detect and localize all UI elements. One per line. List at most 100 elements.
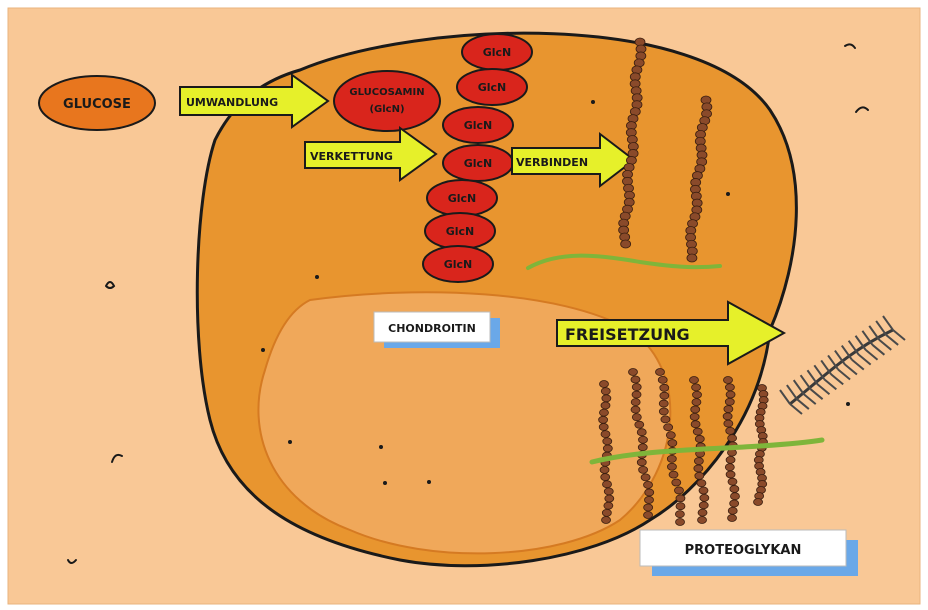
chain-bead <box>599 409 608 416</box>
chain-bead <box>668 440 677 447</box>
chain-bead <box>690 413 699 420</box>
chain-bead <box>687 254 697 262</box>
chain-bead <box>699 487 708 494</box>
glcn-unit-label: GlcN <box>444 258 473 271</box>
glucose-label: GLUCOSE <box>63 97 131 112</box>
chain-bead <box>660 384 669 391</box>
glcn-unit-label: GlcN <box>446 225 475 238</box>
chain-bead <box>599 423 608 430</box>
chain-bead <box>604 488 613 495</box>
glcn-unit-label: GlcN <box>448 192 477 205</box>
chain-bead <box>601 388 610 395</box>
chondroitin-label: CHONDROITIN <box>388 322 476 335</box>
chain-bead <box>603 445 612 452</box>
chain-bead <box>699 502 708 509</box>
chain-bead <box>631 376 640 383</box>
chain-bead <box>599 416 608 423</box>
chain-bead <box>635 421 644 428</box>
chain-bead <box>726 427 735 434</box>
chain-bead <box>644 512 653 519</box>
chain-bead <box>694 465 703 472</box>
chain-bead <box>631 399 640 406</box>
chain-bead <box>693 391 702 398</box>
umwandlung-label: UMWANDLUNG <box>186 96 278 109</box>
chain-bead <box>674 487 683 494</box>
chain-bead <box>637 429 646 436</box>
chain-bead <box>641 474 650 481</box>
chain-bead <box>667 463 676 470</box>
chain-bead <box>638 436 647 443</box>
chain-bead <box>631 406 640 413</box>
freisetzung-label: FREISETZUNG <box>565 325 690 344</box>
verbinden-label: VERBINDEN <box>516 156 588 169</box>
chain-bead <box>725 464 734 471</box>
chain-bead <box>723 413 732 420</box>
chain-bead <box>728 435 737 442</box>
chain-bead <box>645 489 654 496</box>
chain-bead <box>660 392 669 399</box>
chain-bead <box>724 420 733 427</box>
chain-bead <box>692 384 701 391</box>
chain-bead <box>726 456 735 463</box>
chain-bead <box>600 381 609 388</box>
chain-bead <box>691 406 700 413</box>
chain-bead <box>725 398 734 405</box>
chain-bead <box>629 369 638 376</box>
chain-bead <box>700 494 709 501</box>
chain-bead <box>666 432 675 439</box>
chain-bead <box>694 458 703 465</box>
chain-bead <box>664 424 673 431</box>
chain-bead <box>725 384 734 391</box>
chain-bead <box>672 479 681 486</box>
chain-bead <box>602 395 611 402</box>
chain-bead <box>644 481 653 488</box>
glcn-unit-label: GlcN <box>464 157 493 170</box>
chain-bead <box>728 515 737 522</box>
glucosamin-node <box>334 71 440 131</box>
chain-bead <box>645 496 654 503</box>
chain-bead <box>730 500 739 507</box>
chain-bead <box>644 504 653 511</box>
chain-bead <box>676 503 685 510</box>
chain-bead <box>601 474 610 481</box>
chain-bead <box>695 472 704 479</box>
chain-bead <box>602 509 611 516</box>
chain-bead <box>632 384 641 391</box>
chain-bead <box>669 471 678 478</box>
glcn-unit-label: GlcN <box>464 119 493 132</box>
glcn-unit-label: GlcN <box>478 81 507 94</box>
chain-bead <box>658 376 667 383</box>
chain-bead <box>638 444 647 451</box>
chain-bead <box>726 471 735 478</box>
glucosamin-abbrev: (GlcN) <box>369 104 404 115</box>
verkettung-label: VERKETTUNG <box>310 150 393 163</box>
chain-bead <box>728 478 737 485</box>
chain-bead <box>726 391 735 398</box>
chain-bead <box>730 493 739 500</box>
chain-bead <box>604 502 613 509</box>
chain-bead <box>661 416 670 423</box>
glucosamin-label: GLUCOSAMIN <box>349 87 424 98</box>
chain-bead <box>621 240 631 248</box>
chain-bead <box>724 377 733 384</box>
chain-bead <box>698 509 707 516</box>
chain-bead <box>728 507 737 514</box>
chain-bead <box>603 481 612 488</box>
chain-bead <box>600 466 609 473</box>
proteoglykan-label: PROTEOGLYKAN <box>685 543 802 558</box>
chain-bead <box>602 517 611 524</box>
chain-bead <box>724 406 733 413</box>
chain-bead <box>656 369 665 376</box>
chain-bead <box>605 495 614 502</box>
chain-bead <box>690 377 699 384</box>
chain-bead <box>676 495 685 502</box>
chain-bead <box>698 517 707 524</box>
chain-bead <box>675 511 684 518</box>
glcn-unit-label: GlcN <box>483 46 512 59</box>
chain-bead <box>730 485 739 492</box>
chain-bead <box>697 480 706 487</box>
chain-bead <box>639 466 648 473</box>
chain-bead <box>659 408 668 415</box>
chain-bead <box>693 428 702 435</box>
